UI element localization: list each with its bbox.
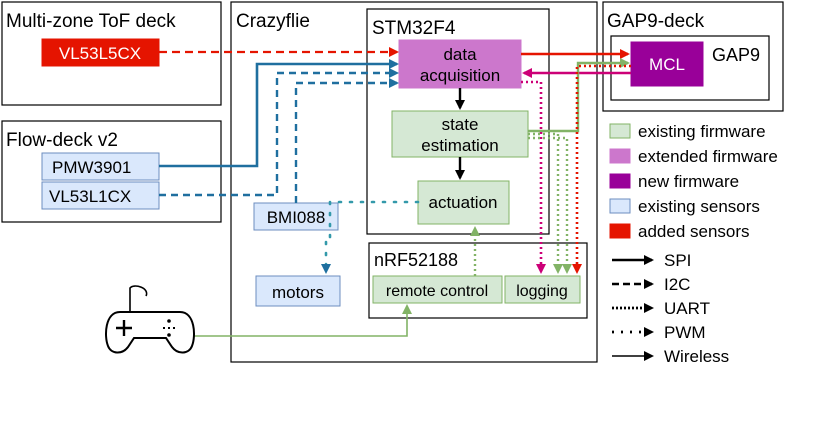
legend-swatch [609,198,631,214]
stm32f4-title: STM32F4 [372,18,456,39]
legend-line-label: UART [664,299,710,318]
gap9-box [610,35,770,101]
state-est-to-logging-green-a [528,132,563,274]
gamepad-icon [105,285,195,354]
remote-control-label: remote control [386,283,488,300]
vl53l1cx-to-data-acq-line [159,68,399,197]
data-acq-to-logging-magenta [521,80,546,274]
legend-swatch [609,123,631,139]
mcl-block [630,41,704,87]
line-legend: SPI I2C UART PWM Wireless [612,251,729,366]
legend-label: added sensors [638,222,750,241]
vl53l5cx-block [41,38,160,67]
legend-line-label: PWM [664,323,706,342]
state-estimation-line1: state [442,115,479,134]
actuation-block [417,180,510,225]
motors-label: motors [272,283,324,302]
legend-line-label: SPI [664,251,691,270]
vl53l5cx-label: VL53L5CX [59,44,141,63]
pmw3901-label: PMW3901 [52,158,131,177]
legend-swatch [609,223,631,239]
legend-line-label: Wireless [664,347,729,366]
color-legend: existing firmware extended firmware new fi… [609,122,778,241]
legend-label: existing firmware [638,122,766,141]
gap9-deck-box [602,1,784,112]
logging-block [504,275,581,304]
motors-block [255,275,341,307]
gap9-deck-title: GAP9-deck [607,11,705,32]
vl53l1cx-label: VL53L1CX [49,187,131,206]
remote-control-block [372,275,503,304]
bmi088-to-data-acq-line [294,78,399,203]
legend-label: extended firmware [638,147,778,166]
legend-label: existing sensors [638,197,760,216]
stm32f4-box [366,8,550,235]
crazyflie-box [230,1,598,363]
legend-label: new firmware [638,172,739,191]
state-est-to-logging-green-b [528,136,572,274]
nrf52188-box [368,242,588,319]
nrf52188-title: nRF52188 [374,250,458,270]
data-acquisition-line1: data [443,45,477,64]
data-acquisition-line2: acquisition [420,66,500,85]
gap9-title: GAP9 [712,45,760,65]
bmi088-label: BMI088 [267,208,326,227]
crazyflie-title: Crazyflie [236,11,310,32]
tof-deck-title: Multi-zone ToF deck [6,11,176,32]
logging-label: logging [516,283,568,300]
legend-swatch [609,148,631,164]
data-acquisition-block [398,39,522,89]
mcl-label: MCL [649,55,685,74]
gamepad-to-remote-control-line [181,304,412,337]
legend-swatch [609,173,631,189]
legend-line-label: I2C [664,275,690,294]
tof-deck-box [1,1,222,106]
pmw3901-block [41,152,160,181]
actuation-label: actuation [429,193,498,212]
state-estimation-line2: estimation [421,136,498,155]
flow-deck-box [1,120,222,223]
pmw3901-to-data-acq-line [159,59,399,168]
flow-deck-title: Flow-deck v2 [6,130,118,151]
mcl-to-logging-red [572,64,631,274]
